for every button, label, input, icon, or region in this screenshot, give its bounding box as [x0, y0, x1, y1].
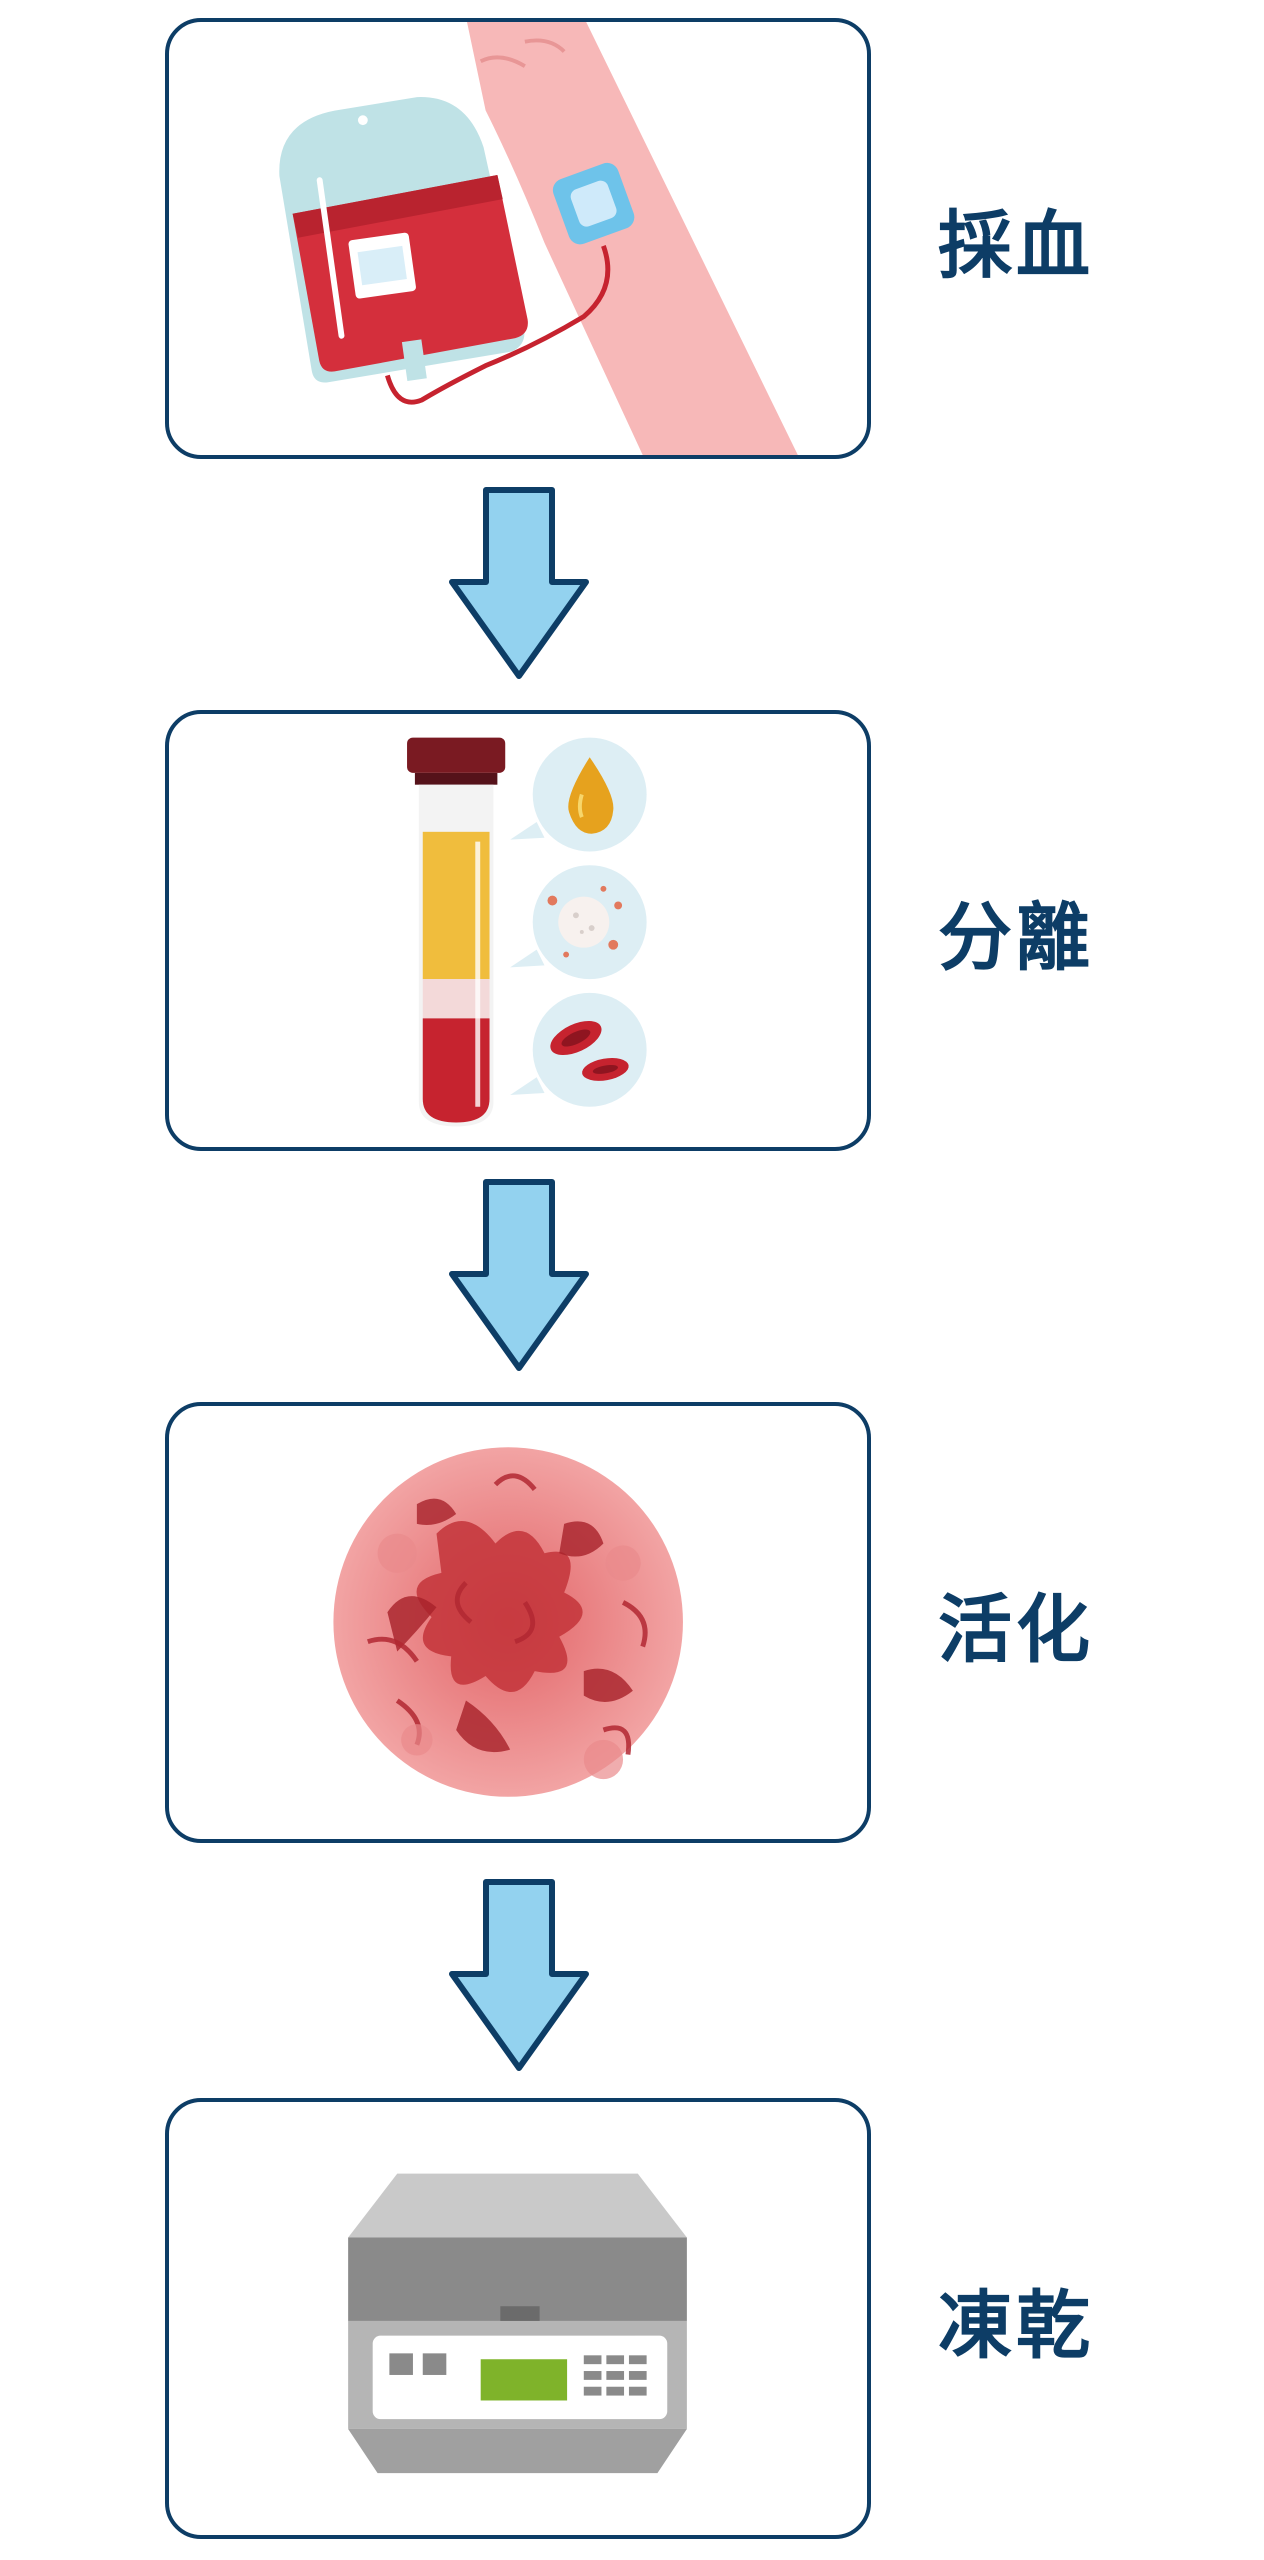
step-2-box	[165, 710, 871, 1151]
step-3-box	[165, 1402, 871, 1843]
step-4-label: 凍乾	[938, 2283, 1094, 2369]
blood-tube-separation-icon	[407, 737, 647, 1127]
freeze-dryer-icon	[348, 2173, 687, 2474]
arrow-down-icon	[449, 487, 589, 679]
arrow-down-icon	[449, 1179, 589, 1371]
step-1-box	[165, 18, 871, 459]
step-1-label: 採血	[938, 203, 1094, 289]
step-2-label: 分離	[938, 895, 1094, 981]
blood-bag-arm-icon	[279, 22, 798, 455]
step-3-label: 活化	[938, 1587, 1094, 1673]
activated-platelets-icon	[333, 1447, 683, 1797]
arrow-down-icon	[449, 1879, 589, 2071]
step-4-box	[165, 2098, 871, 2539]
